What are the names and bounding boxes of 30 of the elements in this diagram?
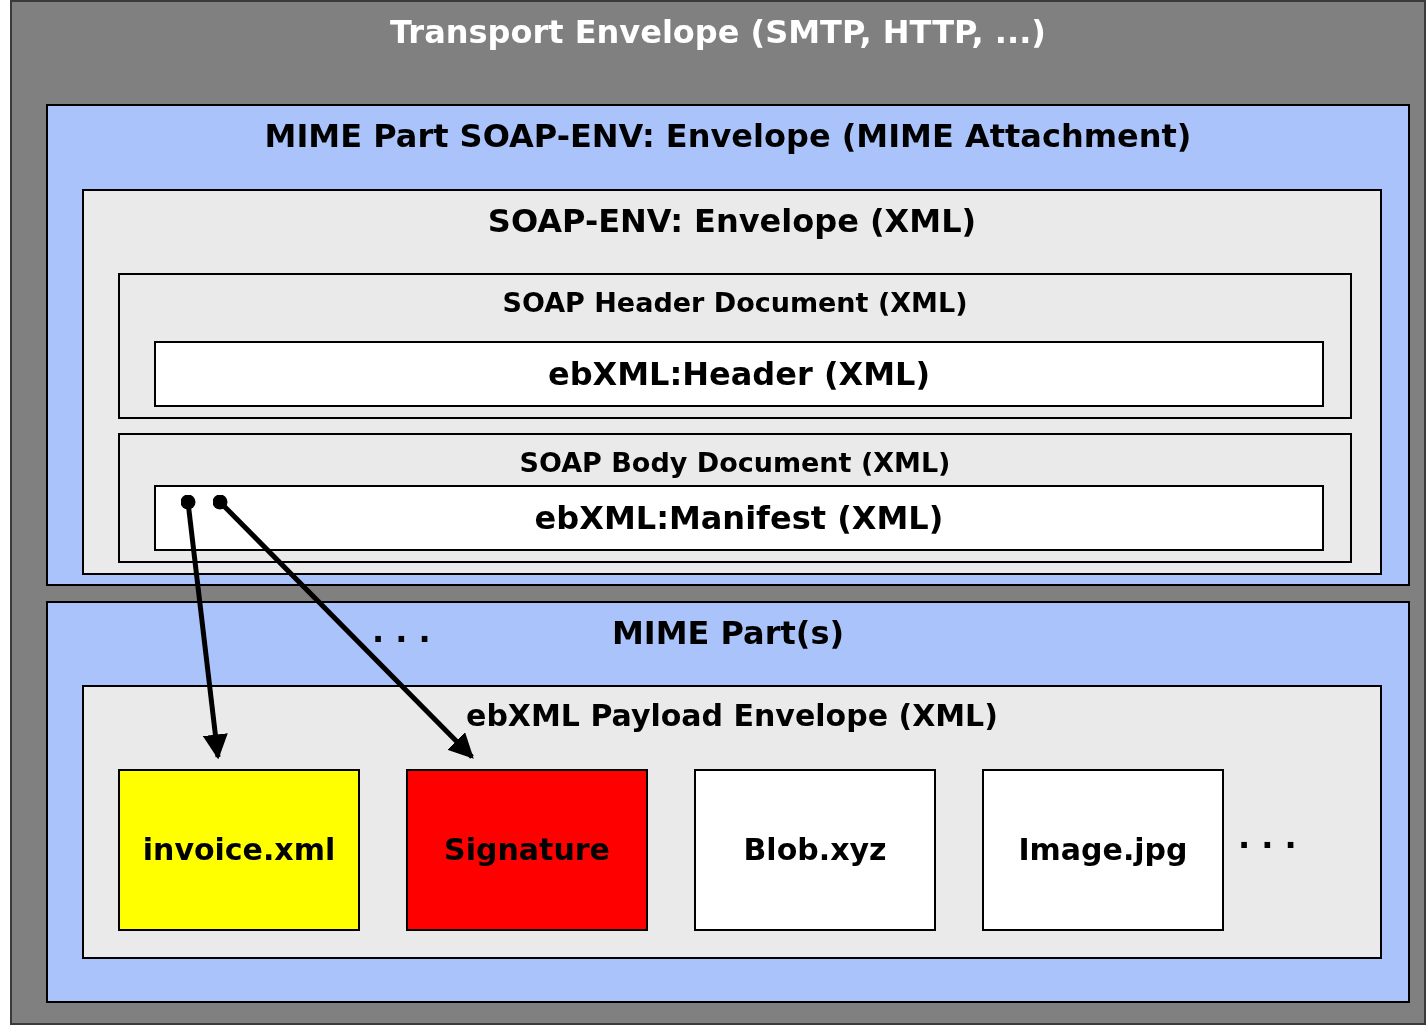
file-box xyxy=(406,769,648,931)
box-title: ebXML:Header (XML) xyxy=(547,355,931,393)
box-title: ebXML Payload Envelope (XML) xyxy=(466,699,998,734)
envelope-panel xyxy=(46,104,1410,586)
box-title: Blob.xyz xyxy=(743,832,887,868)
element-box xyxy=(154,485,1324,551)
document-box xyxy=(82,189,1382,575)
box-title: invoice.xml xyxy=(142,832,336,868)
ellipsis-label: . . . xyxy=(1238,818,1297,856)
box-title: ebXML:Manifest (XML) xyxy=(534,499,944,537)
document-box xyxy=(82,685,1382,959)
box-title: SOAP Body Document (XML) xyxy=(519,447,951,479)
arrow xyxy=(180,494,228,760)
file-box xyxy=(118,769,360,931)
box-title: MIME Part SOAP-ENV: Envelope (MIME Attachment) xyxy=(264,118,1192,155)
element-box xyxy=(154,341,1324,407)
box-title: Transport Envelope (SMTP, HTTP, ...) xyxy=(390,14,1046,51)
document-box xyxy=(118,273,1352,419)
envelope-panel xyxy=(10,0,1426,1025)
box-title: SOAP-ENV: Envelope (XML) xyxy=(487,203,977,240)
element-box xyxy=(694,769,936,931)
box-title: SOAP Header Document (XML) xyxy=(502,287,968,319)
document-box xyxy=(118,433,1352,563)
box-title: Image.jpg xyxy=(1018,832,1188,868)
box-title: Signature xyxy=(444,832,610,868)
ellipsis-label: . . . xyxy=(372,612,431,650)
element-box xyxy=(982,769,1224,931)
envelope-panel xyxy=(46,601,1410,1003)
arrow xyxy=(212,494,474,759)
box-title: MIME Part(s) xyxy=(611,615,845,652)
